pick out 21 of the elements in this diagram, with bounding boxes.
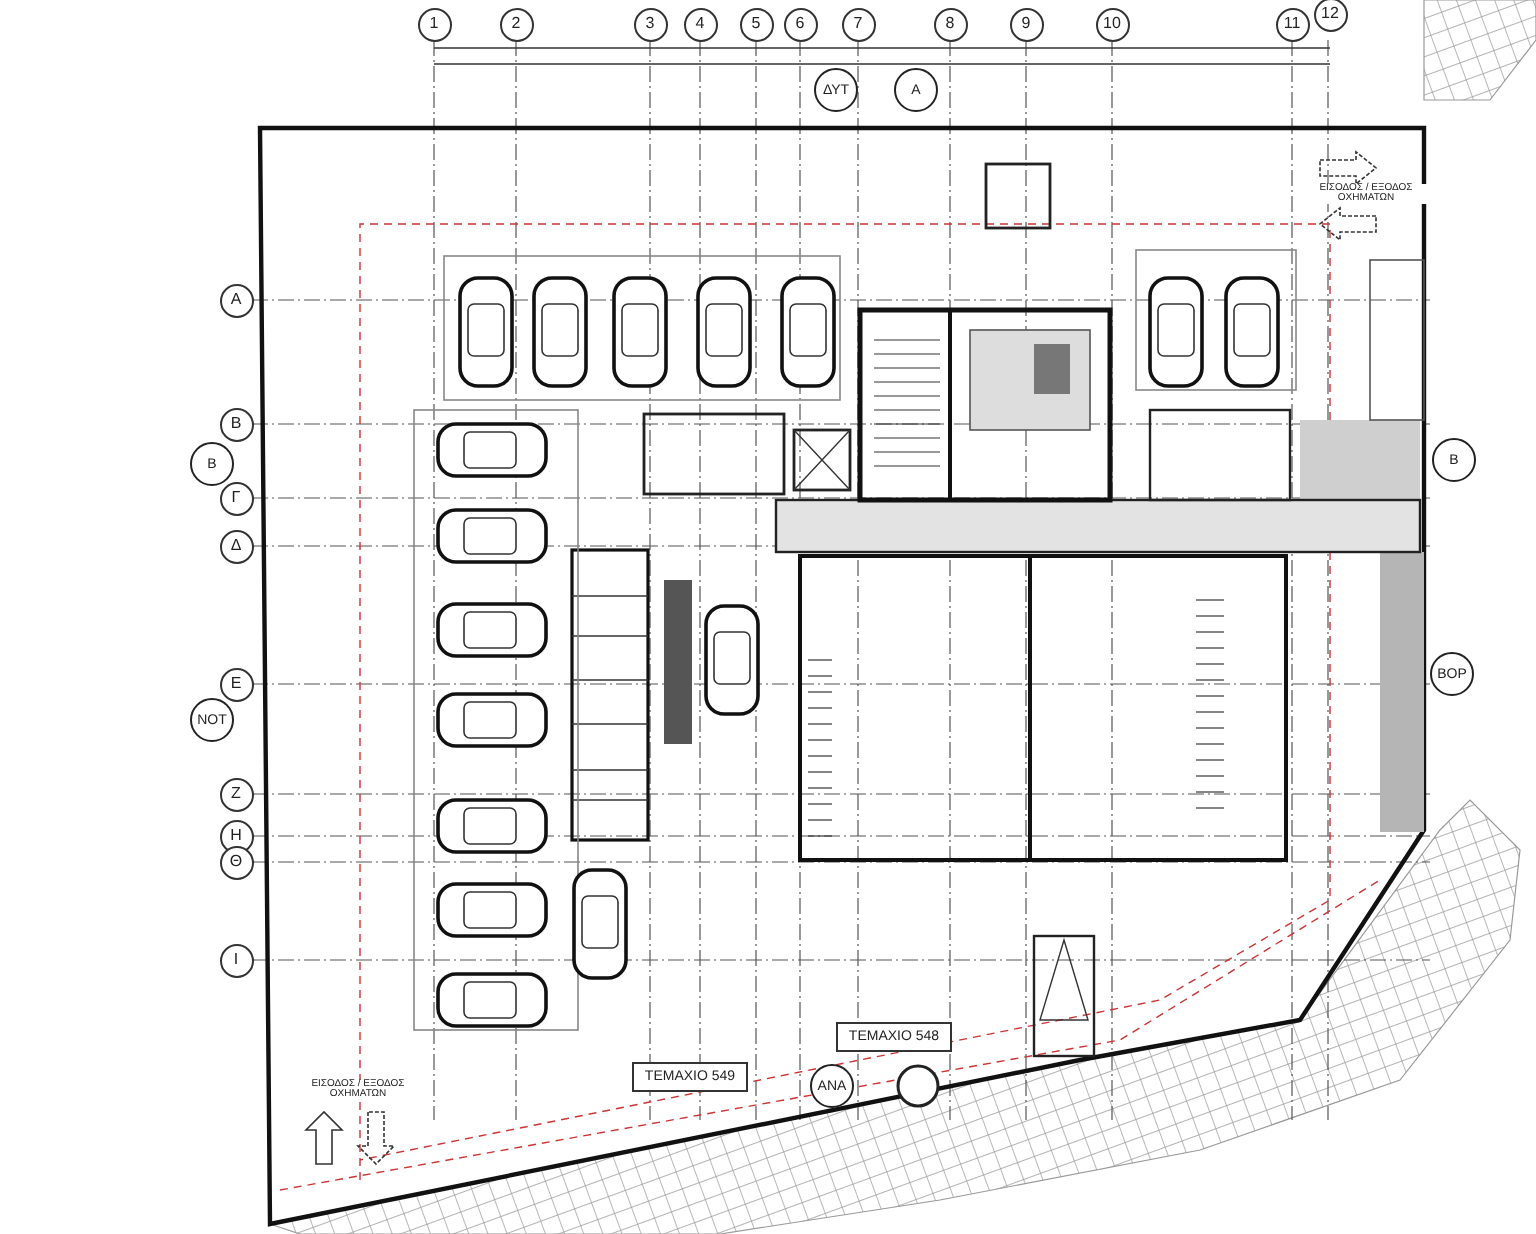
- grid-bubble: 9: [1009, 7, 1043, 41]
- grid-bubble: Θ: [219, 845, 253, 879]
- grid-bubble: 10: [1095, 7, 1129, 41]
- grid-bubble: 12: [1313, 0, 1347, 31]
- grid-bubble: Δ: [219, 529, 253, 563]
- grid-bubble: Ε: [219, 667, 253, 701]
- grid-bubble: 1: [417, 7, 451, 41]
- grid-bubble: 11: [1275, 7, 1309, 41]
- grid-bubble: 6: [783, 7, 817, 41]
- grid-bubble: Β: [219, 407, 253, 441]
- grid-bubble: 5: [739, 7, 773, 41]
- grid-bubble: Γ: [219, 481, 253, 515]
- grid-bubble: Η: [219, 819, 253, 853]
- grid-bubble: 3: [633, 7, 667, 41]
- grid-bubble: 4: [683, 7, 717, 41]
- grid-bubble: Α: [219, 283, 253, 317]
- grid-bubble: 8: [933, 7, 967, 41]
- grid-bubble: Ι: [219, 943, 253, 977]
- grid-bubble: 2: [499, 7, 533, 41]
- grid-bubble: 7: [841, 7, 875, 41]
- grid-bubble: Ζ: [219, 777, 253, 811]
